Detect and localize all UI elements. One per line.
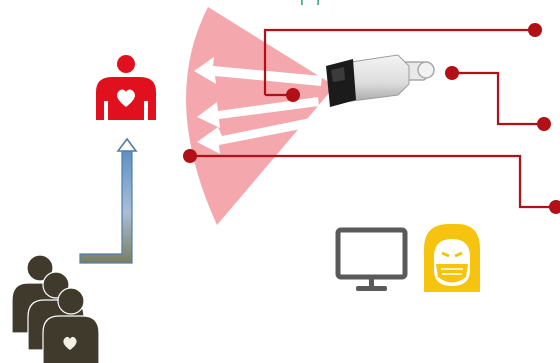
arrow-head [118, 139, 136, 151]
person-head [117, 55, 135, 73]
dot-right-bottom [549, 200, 560, 214]
dot-camera-right [445, 66, 459, 80]
dot-camera-top [528, 23, 542, 37]
people-queue-icon [12, 255, 99, 363]
screened-person-icon [96, 55, 156, 120]
monitor-screen [338, 230, 405, 277]
queue-to-person-arrow [80, 139, 136, 263]
face-mask-icon [424, 224, 480, 292]
camera-mount-knob [418, 62, 434, 78]
camera-lens-panel [326, 59, 356, 107]
connector-camera-right [452, 73, 544, 124]
monitor-stand [369, 279, 374, 287]
dot-camera-left [286, 88, 300, 102]
monitor-base [356, 286, 387, 291]
dot-beam-left [183, 149, 197, 163]
monitor-icon [338, 230, 405, 291]
dot-right-mid [537, 117, 551, 131]
arrow-shaft [80, 150, 132, 263]
thermal-camera-icon [326, 55, 434, 107]
